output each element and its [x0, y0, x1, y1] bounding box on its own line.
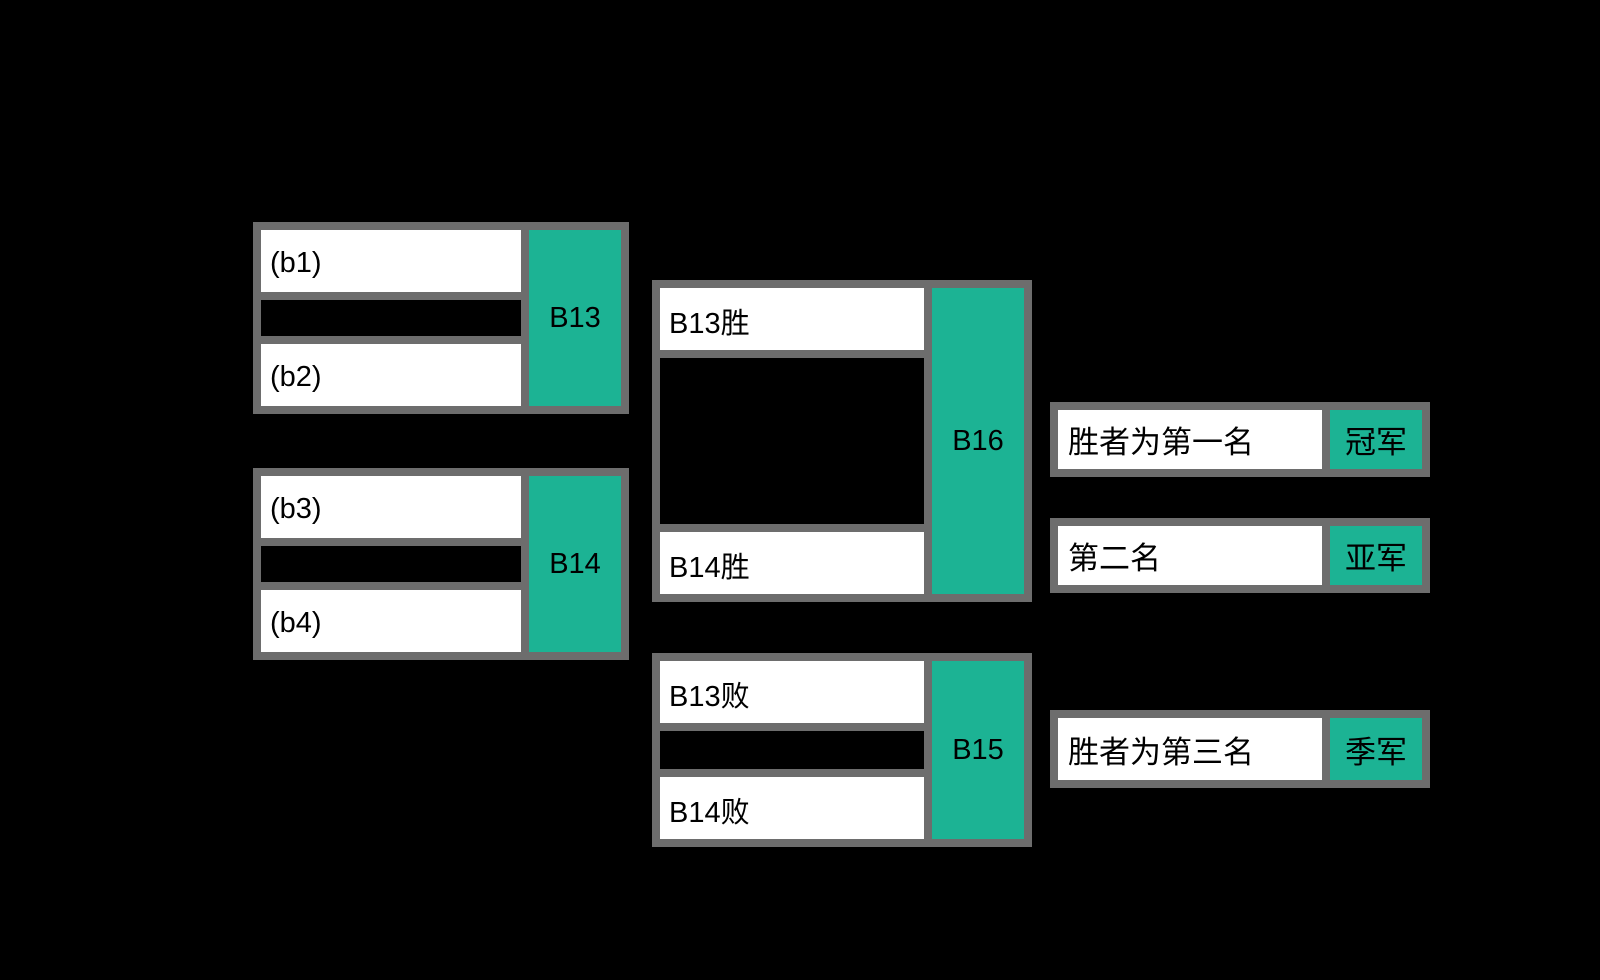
slot-b1: (b1)	[261, 230, 521, 292]
match-group-b13: (b1) (b2) B13	[253, 222, 629, 414]
match-label-b16: B16	[924, 288, 1024, 594]
match-b15-slots: B13败 B14败	[660, 661, 924, 839]
result-label-second-place: 第二名	[1058, 526, 1322, 585]
match-label-b14: B14	[521, 476, 621, 652]
slot-b14-loser: B14败	[660, 777, 924, 839]
slot-b13-loser: B13败	[660, 661, 924, 723]
match-group-b15: B13败 B14败 B15	[652, 653, 1032, 847]
slot-gap	[660, 350, 924, 532]
match-label-b15: B15	[924, 661, 1024, 839]
slot-b13-winner: B13胜	[660, 288, 924, 350]
match-b16-slots: B13胜 B14胜	[660, 288, 924, 594]
match-group-b14: (b3) (b4) B14	[253, 468, 629, 660]
slot-b2: (b2)	[261, 344, 521, 406]
slot-gap	[660, 723, 924, 777]
slot-gap	[261, 538, 521, 590]
result-row-second-place: 第二名 亚军	[1050, 518, 1430, 593]
result-row-third-place: 胜者为第三名 季军	[1050, 710, 1430, 788]
match-b13-slots: (b1) (b2)	[261, 230, 521, 406]
result-label-first-place: 胜者为第一名	[1058, 410, 1322, 469]
result-badge-champion: 冠军	[1322, 410, 1422, 469]
slot-b4: (b4)	[261, 590, 521, 652]
slot-b3: (b3)	[261, 476, 521, 538]
match-b14-slots: (b3) (b4)	[261, 476, 521, 652]
slot-b14-winner: B14胜	[660, 532, 924, 594]
result-badge-runner-up: 亚军	[1322, 526, 1422, 585]
slot-gap	[261, 292, 521, 344]
result-badge-third: 季军	[1322, 718, 1422, 780]
match-label-b13: B13	[521, 230, 621, 406]
result-row-first-place: 胜者为第一名 冠军	[1050, 402, 1430, 477]
result-label-third-place: 胜者为第三名	[1058, 718, 1322, 780]
match-group-b16: B13胜 B14胜 B16	[652, 280, 1032, 602]
